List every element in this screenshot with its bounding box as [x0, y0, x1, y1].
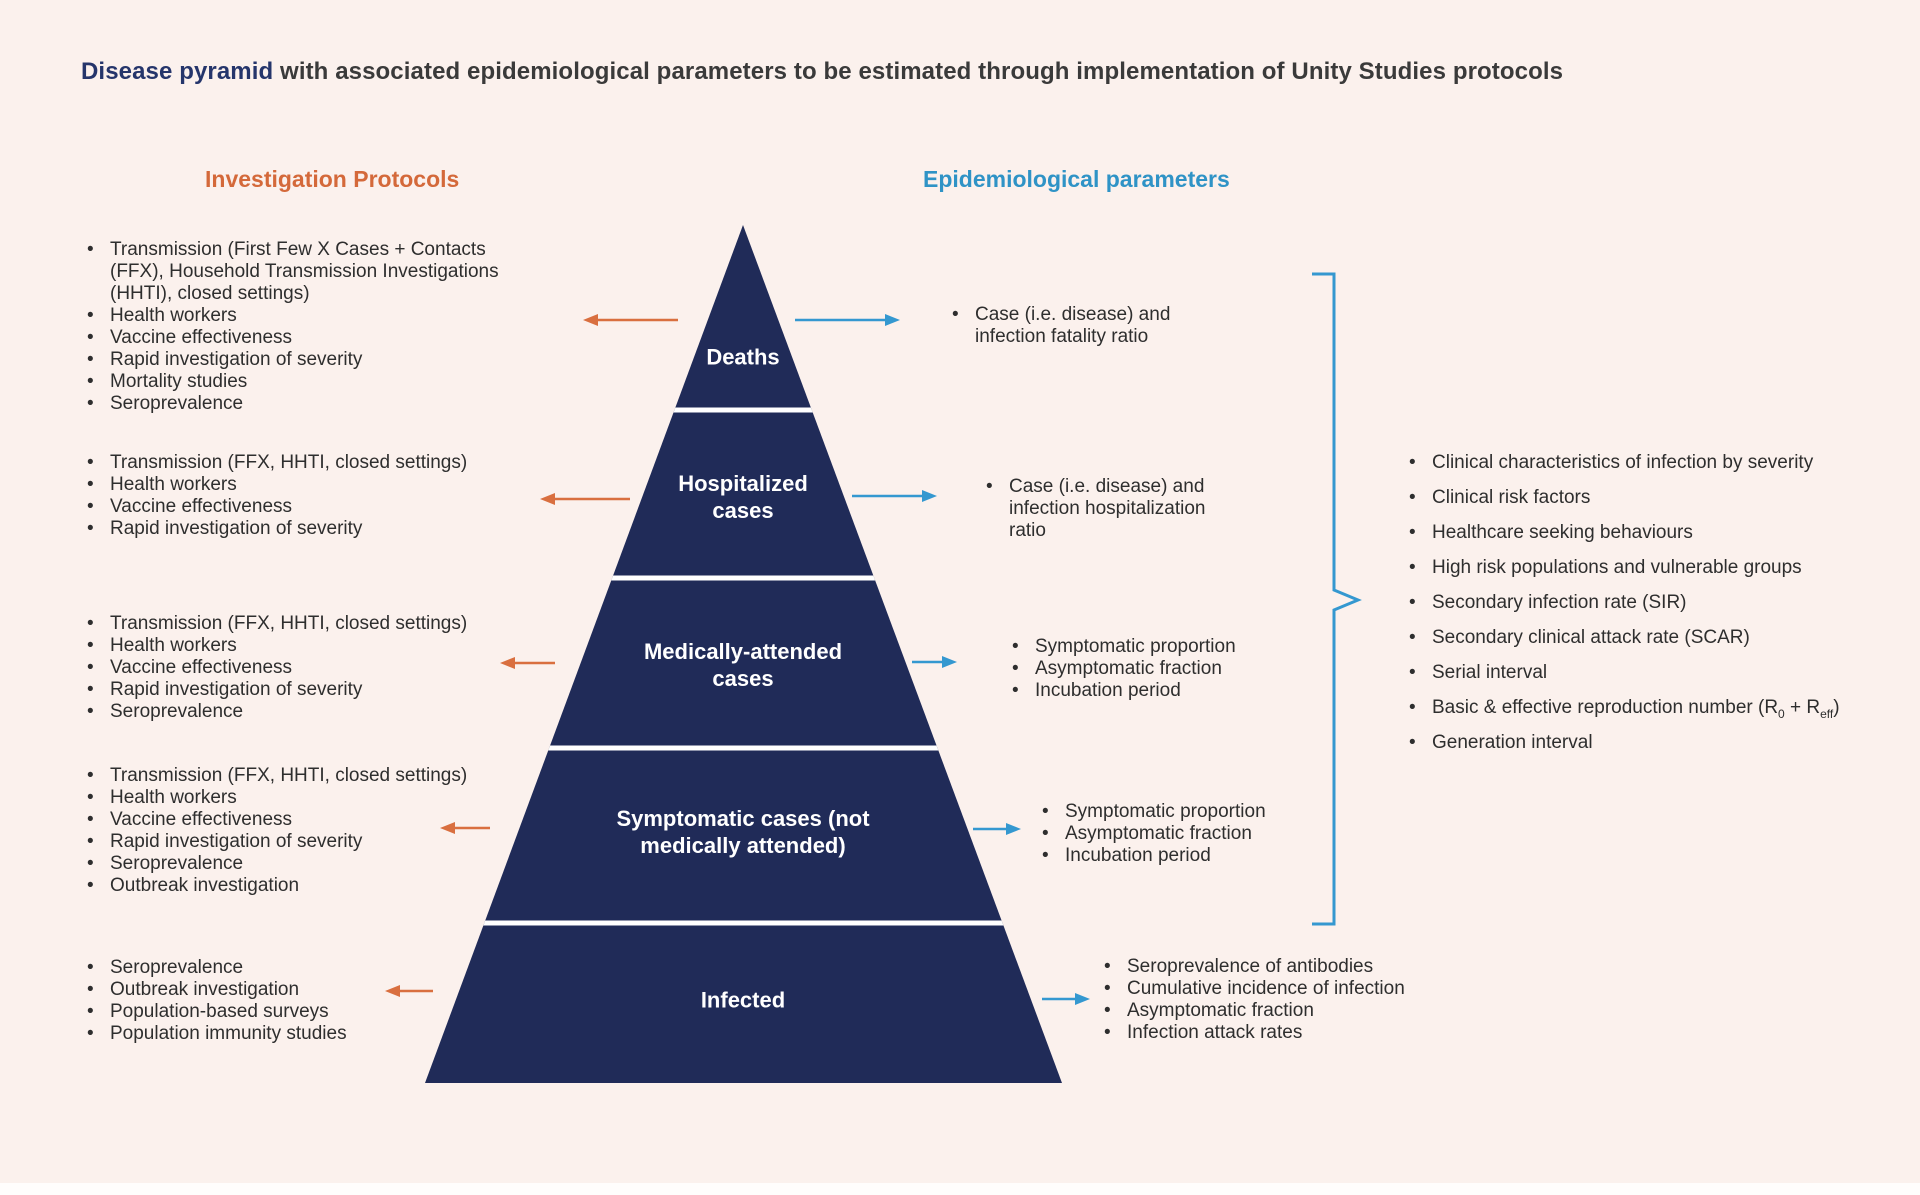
- epidemiological-parameters-heading: Epidemiological parameters: [923, 166, 1230, 192]
- list-item: Transmission (First Few X Cases + Contac…: [83, 239, 533, 305]
- list-item: Transmission (FFX, HHTI, closed settings…: [83, 765, 533, 787]
- orange-arrow-medically-attended: [500, 657, 555, 669]
- reff-sub: eff: [1820, 706, 1834, 721]
- investigation-list-hospitalized: Transmission (FFX, HHTI, closed settings…: [83, 452, 533, 540]
- list-item: Asymptomatic fraction: [1008, 658, 1308, 680]
- investigation-list-infected: Seroprevalence Outbreak investigation Po…: [83, 957, 503, 1045]
- pyramid-level-medically-attended: Medically-attended cases: [643, 639, 843, 691]
- r0-mid: + R: [1784, 697, 1821, 718]
- list-item: Vaccine effectiveness: [83, 327, 533, 349]
- list-item: Symptomatic proportion: [1038, 801, 1338, 823]
- parameters-list-deaths: Case (i.e. disease) and infection fatali…: [948, 304, 1178, 348]
- brace-bracket: [1312, 272, 1362, 926]
- list-item: Secondary clinical attack rate (SCAR): [1405, 627, 1895, 649]
- list-item: Seroprevalence: [83, 853, 533, 875]
- orange-arrow-symptomatic: [440, 822, 490, 834]
- list-item: Outbreak investigation: [83, 979, 503, 1001]
- pyramid-level-infected: Infected: [700, 987, 786, 1013]
- blue-arrow-medically-attended: [912, 656, 957, 668]
- list-item: Rapid investigation of severity: [83, 831, 533, 853]
- r0-pre: Basic & effective reproduction number (R: [1432, 697, 1779, 718]
- list-item: Case (i.e. disease) and infection hospit…: [982, 476, 1242, 542]
- list-item: Transmission (FFX, HHTI, closed settings…: [83, 452, 533, 474]
- list-item: Seroprevalence: [83, 957, 503, 979]
- pyramid-shape: [425, 225, 1062, 1083]
- list-item: Case (i.e. disease) and infection fatali…: [948, 304, 1178, 348]
- list-item: Population-based surveys: [83, 1001, 503, 1023]
- page-title-rest: with associated epidemiological paramete…: [273, 58, 1564, 85]
- list-item: Asymptomatic fraction: [1100, 1000, 1440, 1022]
- blue-arrow-hospitalized: [852, 490, 937, 502]
- orange-arrow-infected: [385, 985, 433, 997]
- investigation-protocols-heading: Investigation Protocols: [205, 166, 460, 192]
- list-item: Generation interval: [1405, 732, 1895, 754]
- page-title-highlight: Disease pyramid: [81, 58, 274, 85]
- page-title: Disease pyramid with associated epidemio…: [81, 58, 1563, 86]
- blue-arrow-infected: [1042, 993, 1090, 1005]
- list-item: Clinical risk factors: [1405, 487, 1895, 509]
- r0-sub: 0: [1778, 706, 1785, 721]
- parameters-list-medically-attended: Symptomatic proportion Asymptomatic frac…: [1008, 636, 1308, 702]
- investigation-list-deaths: Transmission (First Few X Cases + Contac…: [83, 239, 533, 415]
- list-item: Vaccine effectiveness: [83, 809, 533, 831]
- investigation-list-medically-attended: Transmission (FFX, HHTI, closed settings…: [83, 613, 533, 723]
- list-item: Clinical characteristics of infection by…: [1405, 452, 1895, 474]
- pyramid-level-hospitalized: Hospitalized cases: [678, 471, 808, 523]
- list-item: Vaccine effectiveness: [83, 496, 533, 518]
- bottom-strip: [0, 1183, 1920, 1195]
- list-item: Asymptomatic fraction: [1038, 823, 1338, 845]
- list-item: Healthcare seeking behaviours: [1405, 522, 1895, 544]
- r0-post: ): [1833, 697, 1840, 718]
- list-item: Rapid investigation of severity: [83, 518, 533, 540]
- list-item: Rapid investigation of severity: [83, 679, 533, 701]
- list-item: Health workers: [83, 474, 533, 496]
- list-item: Transmission (FFX, HHTI, closed settings…: [83, 613, 533, 635]
- list-item: Serial interval: [1405, 662, 1895, 684]
- list-item: Secondary infection rate (SIR): [1405, 592, 1895, 614]
- list-item: High risk populations and vulnerable gro…: [1405, 557, 1895, 579]
- pyramid-level-deaths: Deaths: [706, 344, 780, 370]
- blue-arrow-symptomatic: [973, 823, 1021, 835]
- list-item: Symptomatic proportion: [1008, 636, 1308, 658]
- pyramid-level-symptomatic: Symptomatic cases (not medically attende…: [616, 806, 870, 858]
- list-item: Seroprevalence: [83, 701, 533, 723]
- investigation-list-symptomatic: Transmission (FFX, HHTI, closed settings…: [83, 765, 533, 897]
- list-item: Outbreak investigation: [83, 875, 533, 897]
- list-item: Health workers: [83, 305, 533, 327]
- list-item-reproduction-number: Basic & effective reproduction number (R…: [1405, 697, 1895, 721]
- list-item: Incubation period: [1038, 845, 1338, 867]
- list-item: Seroprevalence of antibodies: [1100, 956, 1440, 978]
- blue-arrow-deaths: [795, 314, 900, 326]
- list-item: Infection attack rates: [1100, 1022, 1440, 1044]
- list-item: Health workers: [83, 787, 533, 809]
- list-item: Mortality studies: [83, 371, 533, 393]
- parameters-list-hospitalized: Case (i.e. disease) and infection hospit…: [982, 476, 1242, 542]
- orange-arrow-hospitalized: [540, 493, 630, 505]
- list-item: Vaccine effectiveness: [83, 657, 533, 679]
- list-item: Cumulative incidence of infection: [1100, 978, 1440, 1000]
- list-item: Population immunity studies: [83, 1023, 503, 1045]
- orange-arrow-deaths: [583, 314, 678, 326]
- list-item: Incubation period: [1008, 680, 1308, 702]
- parameters-list-infected: Seroprevalence of antibodies Cumulative …: [1100, 956, 1440, 1044]
- parameters-panel-list: Clinical characteristics of infection by…: [1405, 452, 1895, 767]
- list-item: Rapid investigation of severity: [83, 349, 533, 371]
- list-item: Seroprevalence: [83, 393, 533, 415]
- list-item: Health workers: [83, 635, 533, 657]
- parameters-list-symptomatic: Symptomatic proportion Asymptomatic frac…: [1038, 801, 1338, 867]
